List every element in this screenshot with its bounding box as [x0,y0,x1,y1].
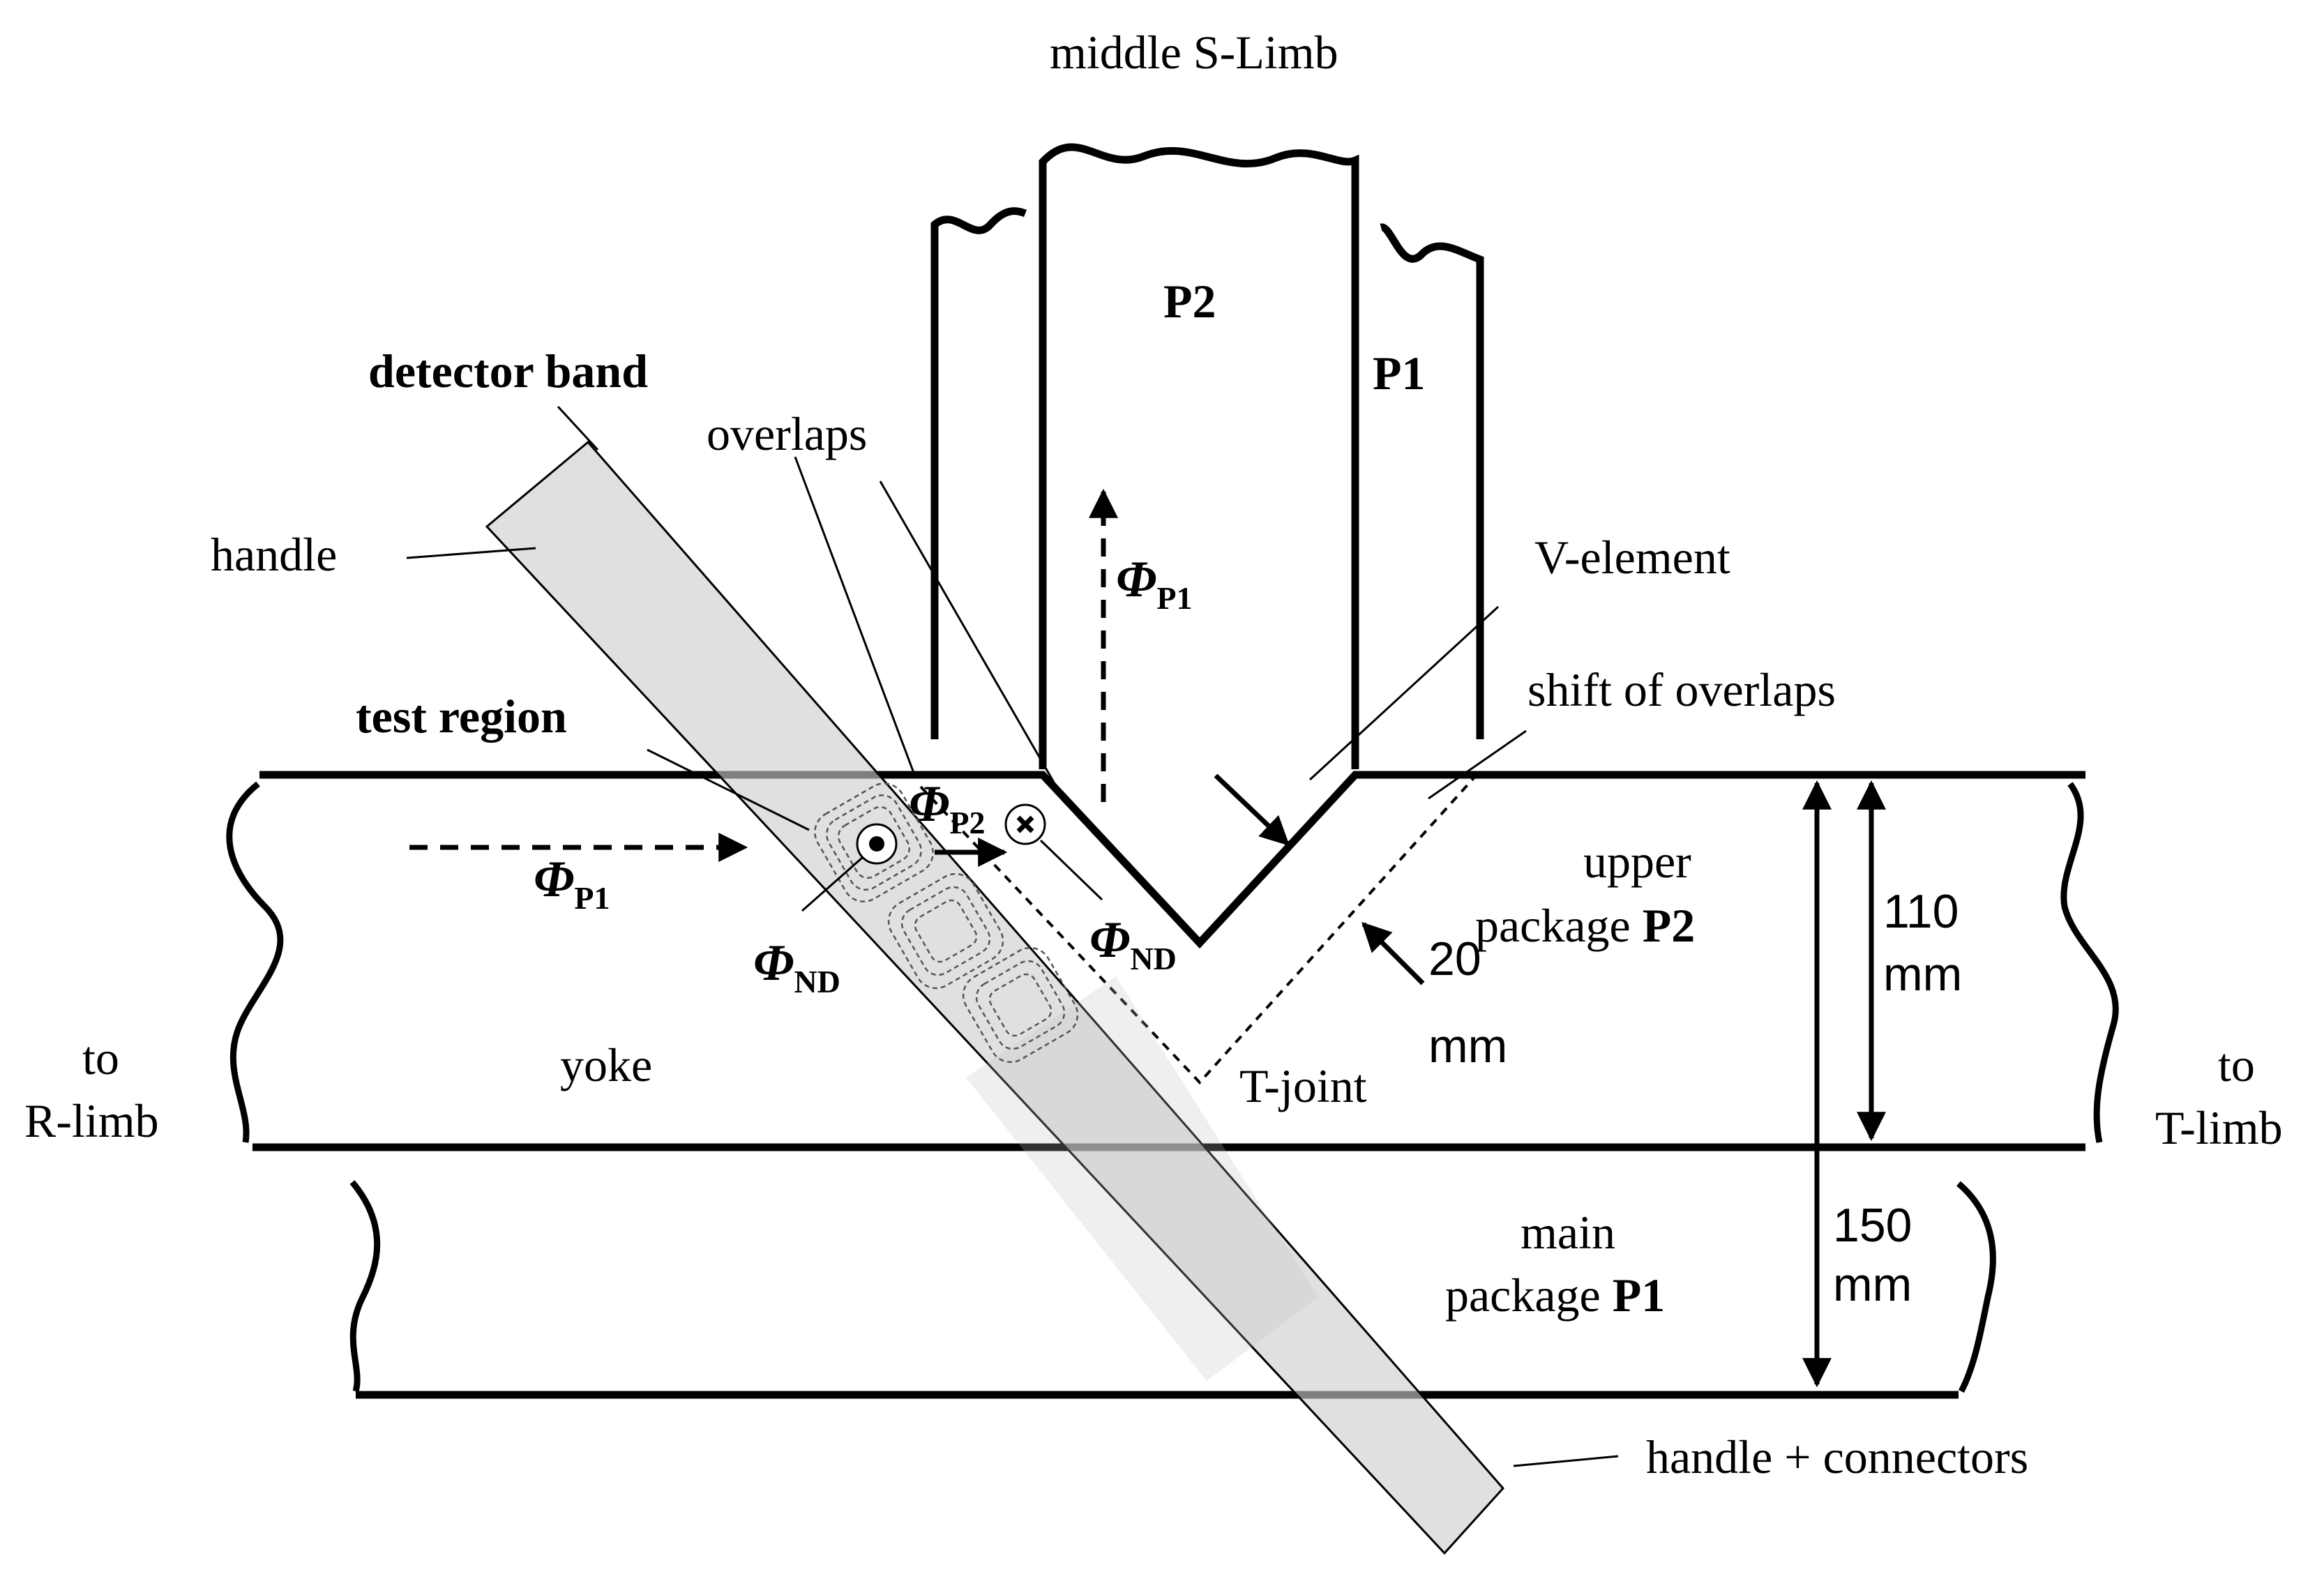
middle-limb-p1 [930,207,1484,739]
sensor-coils [814,783,1079,1064]
flux-p1-limb-label: ΦP1 [1116,551,1193,616]
flux-nd-left-label: ΦND [753,935,840,999]
yoke-right-break [2060,782,2119,1143]
label-v-element: V-element [1534,531,1730,584]
main-package-word: package [1445,1269,1613,1322]
label-dim-110-value: 110 [1883,885,1959,938]
leader-v-element [1308,605,1500,781]
yoke-left-break [226,781,284,1143]
main-right-break [1956,1181,1996,1393]
leader-test-region [647,748,810,831]
v-thickness-arrow [1214,773,1290,846]
flux-into-plane-icon [1004,803,1046,845]
leader-handle-connectors [1513,1455,1619,1467]
middle-limb-p2 [1039,143,1359,769]
label-dim-20-unit: mm [1428,1020,1507,1073]
coil-2 [887,872,1004,990]
main-left-break [349,1180,381,1393]
label-detector-band: detector band [368,345,648,398]
label-dim-150-value: 150 [1833,1199,1912,1252]
leader-overlaps-1 [794,456,915,773]
label-test-region: test region [356,690,567,743]
label-to-t-limb-line1: to [2218,1038,2255,1091]
label-shift-of-overlaps: shift of overlaps [1527,663,1836,716]
main-package-p1: P1 [1613,1269,1666,1322]
leader-phi-nd-left [801,856,863,912]
label-main-package-line2: package P1 [1445,1269,1665,1322]
leader-detector-band [557,405,599,451]
label-yoke: yoke [560,1038,652,1091]
label-handle: handle [211,528,337,581]
leader-lines [406,405,1619,1467]
label-dim-150-unit: mm [1833,1258,1912,1311]
flux-nd-right-label: ΦND [1089,912,1177,976]
flux-p2-label: ΦP2 [909,776,986,840]
label-t-joint: T-joint [1239,1059,1367,1112]
shifted-overlaps-outline [919,773,1479,1084]
label-upper-package-line1: upper [1583,835,1691,888]
label-to-r-limb-line1: to [82,1031,119,1084]
label-to-t-limb-line2: T-limb [2155,1101,2283,1154]
flux-out-of-plane-icon [856,823,898,865]
label-handle-connectors: handle + connectors [1646,1430,2028,1483]
label-to-r-limb-line2: R-limb [24,1094,159,1147]
flux-p1-yoke-label: ΦP1 [534,851,610,916]
coil-3 [962,946,1079,1064]
leader-phi-nd-right [1039,839,1103,901]
leader-shift-overlaps [1428,730,1527,800]
yoke-main-package [349,1180,1996,1399]
dim-20-arrow [1361,922,1425,985]
label-overlaps: overlaps [707,407,867,460]
label-upper-package-line2: package P2 [1475,899,1695,952]
label-p1-limb: P1 [1373,347,1426,400]
leader-handle [406,547,536,559]
upper-package-word: package [1475,899,1643,952]
leader-overlaps-2 [879,481,1065,800]
upper-package-p2: P2 [1643,899,1696,952]
label-main-package-line1: main [1521,1206,1615,1259]
label-middle-s-limb: middle S-Limb [1050,26,1338,79]
detector-band [485,440,1505,1555]
label-dim-20-value: 20 [1428,932,1481,985]
label-p2-limb: P2 [1163,275,1216,328]
label-dim-110-unit: mm [1883,948,1962,1001]
